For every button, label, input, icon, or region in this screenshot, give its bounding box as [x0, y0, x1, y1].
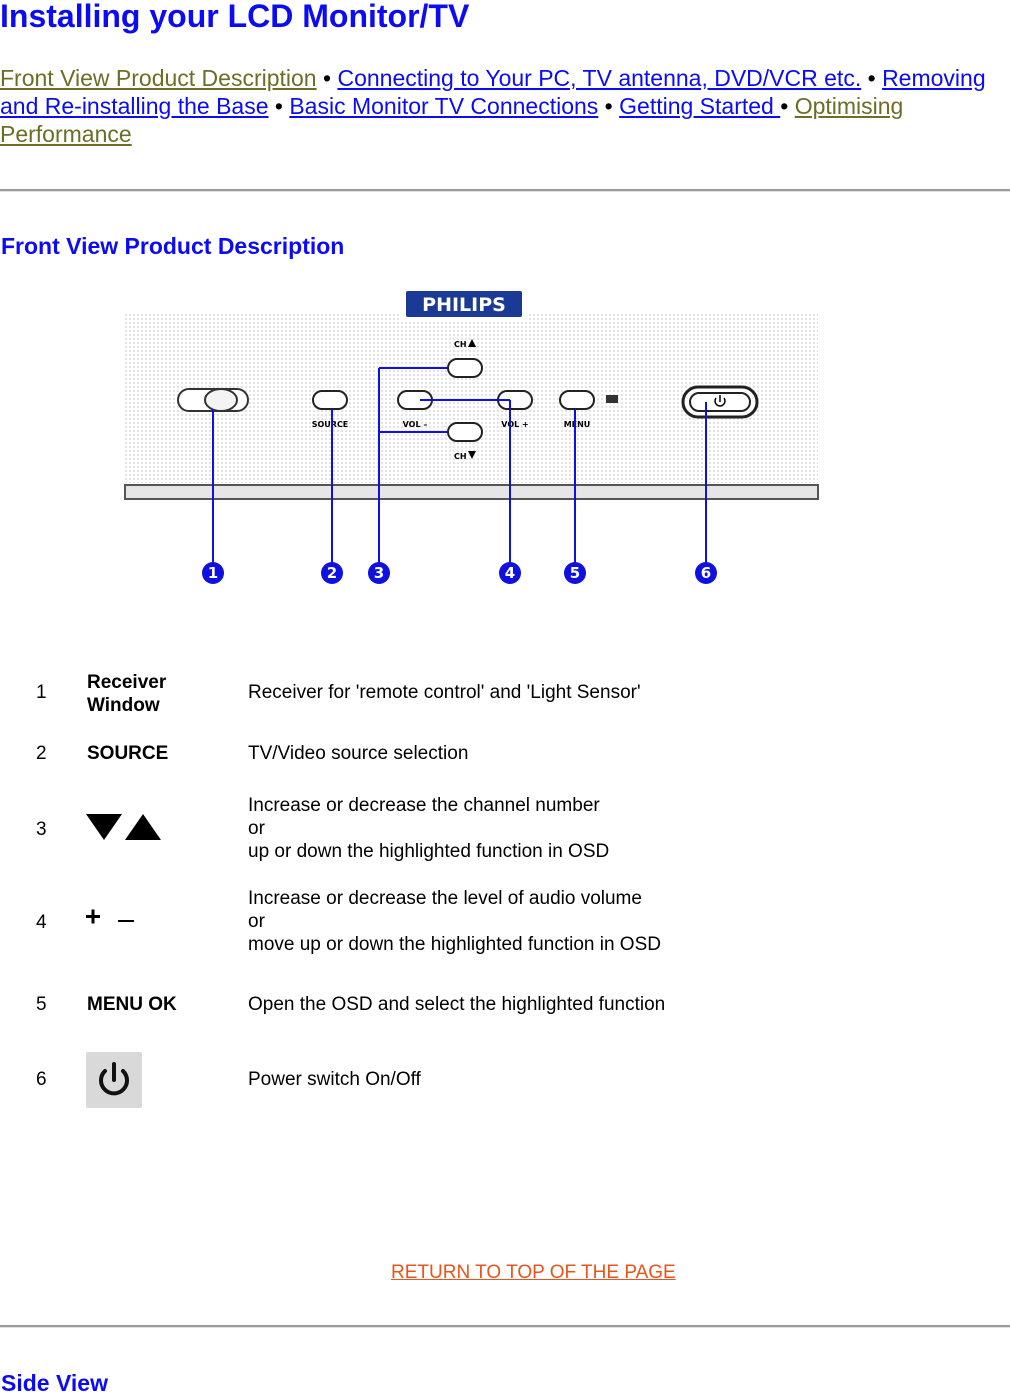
return-to-top-link[interactable]: RETURN TO TOP OF THE PAGE [391, 1262, 676, 1283]
menu-button: MENU [559, 390, 618, 429]
power-button [681, 385, 759, 419]
logo-text: PHILIPS [422, 294, 506, 316]
row-number: 2 [36, 743, 47, 764]
nav-link-connecting[interactable]: Connecting to Your PC, TV antenna, DVD/V… [337, 65, 862, 91]
control-description: Power switch On/Off [248, 1069, 421, 1090]
ch-down-button: CH [447, 422, 483, 461]
control-description: Increase or decrease the channel number … [248, 795, 610, 862]
nav-link-front-view[interactable]: Front View Product Description [0, 65, 317, 91]
callout-4 [499, 562, 521, 584]
nav-separator: • [316, 65, 338, 91]
control-name: MENU OK [87, 994, 177, 1015]
section-heading-side-view: Side View [1, 1370, 108, 1396]
svg-text:CH: CH [454, 340, 467, 349]
nav-separator: • [861, 65, 883, 91]
row-number: 3 [36, 819, 47, 840]
nav-separator: • [598, 93, 620, 119]
control-name: Receiver Window [87, 672, 167, 716]
nav-link-base[interactable]: Removing and Re-installing the Base [0, 65, 986, 119]
svg-text:4: 4 [505, 564, 515, 582]
section-nav: Front View Product Description • Connect… [0, 64, 1010, 156]
power-icon [86, 1052, 142, 1108]
nav-link-basic-connections[interactable]: Basic Monitor TV Connections [289, 93, 599, 119]
nav-separator: • [780, 93, 795, 119]
front-panel-diagram: PHILIPS SOURCE VOL – CH CH VOL + MENU [124, 289, 819, 584]
receiver-window [177, 388, 249, 412]
svg-text:5: 5 [570, 564, 580, 582]
nav-link-optimising[interactable]: Optimising Performance [0, 93, 904, 147]
philips-logo: PHILIPS [400, 289, 528, 321]
row-number: 5 [36, 994, 47, 1015]
divider [0, 189, 1010, 192]
plus-minus-icon [86, 909, 134, 924]
callout-badges: 1 2 3 4 5 6 [202, 562, 717, 584]
callout-5 [564, 562, 586, 584]
control-description: Increase or decrease the level of audio … [248, 888, 661, 955]
source-button: SOURCE [312, 390, 349, 429]
callout-1 [202, 562, 224, 584]
callout-2 [321, 562, 343, 584]
svg-text:1: 1 [208, 564, 218, 582]
svg-text:VOL +: VOL + [501, 420, 528, 429]
control-description: Open the OSD and select the highlighted … [248, 994, 666, 1015]
control-name: SOURCE [87, 743, 169, 764]
down-up-triangles-icon [86, 814, 161, 840]
divider [0, 1325, 1010, 1328]
callout-3 [368, 562, 390, 584]
nav-separator: • [268, 93, 290, 119]
svg-text:6: 6 [701, 564, 711, 582]
row-number: 1 [36, 682, 47, 703]
bezel-base [124, 484, 819, 500]
control-description: TV/Video source selection [248, 743, 469, 764]
row-number: 6 [36, 1069, 47, 1090]
svg-text:MENU: MENU [564, 420, 591, 429]
svg-text:CH: CH [454, 452, 467, 461]
nav-link-getting-started[interactable]: Getting Started [619, 93, 781, 119]
row-number: 4 [36, 912, 47, 933]
svg-text:VOL –: VOL – [403, 420, 428, 429]
section-heading-front-view: Front View Product Description [1, 233, 345, 259]
svg-text:2: 2 [327, 564, 337, 582]
page-title: Installing your LCD Monitor/TV [0, 0, 470, 34]
callout-6 [695, 562, 717, 584]
callout-lines [212, 367, 707, 563]
svg-text:SOURCE: SOURCE [312, 420, 349, 429]
control-description: Receiver for 'remote control' and 'Light… [248, 682, 641, 703]
svg-text:3: 3 [374, 564, 384, 582]
